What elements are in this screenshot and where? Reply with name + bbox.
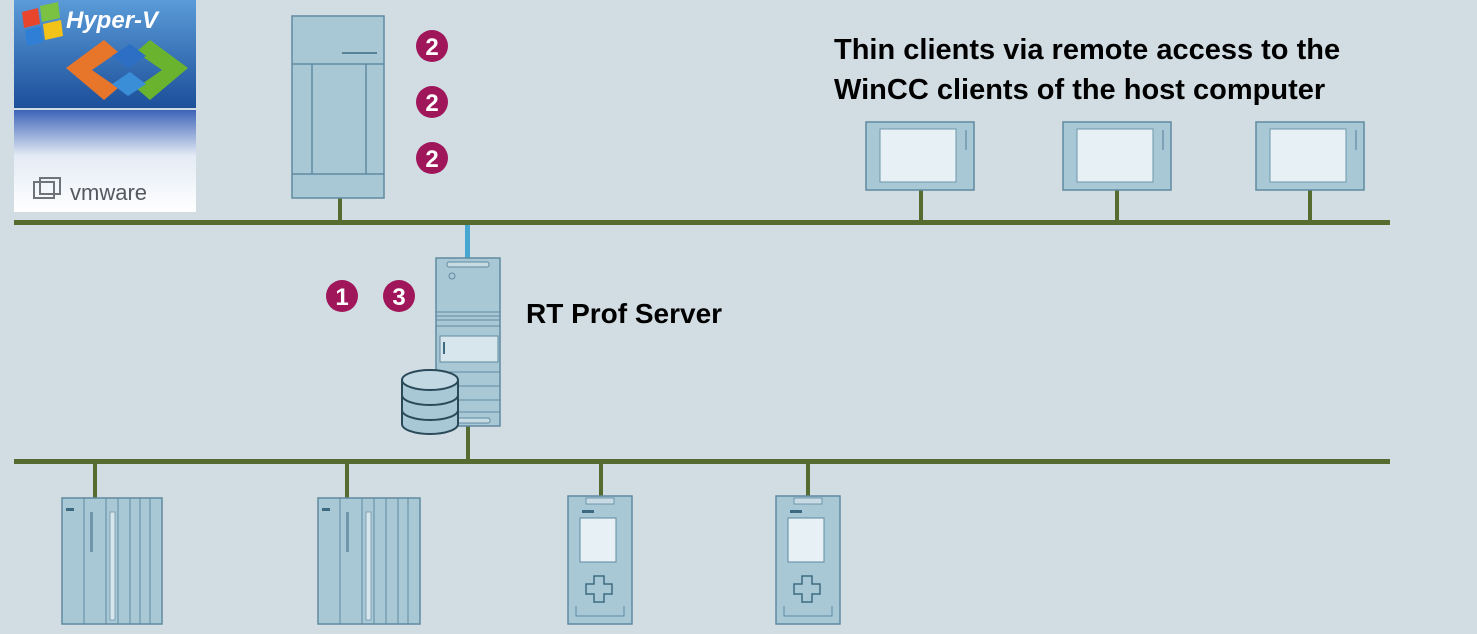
thin-client-3 — [1255, 121, 1365, 191]
badge-vm-3: 2 — [416, 142, 448, 174]
badge-server-3: 3 — [383, 280, 415, 312]
hyperv-logo: Hyper-V — [14, 0, 196, 108]
lower-network-bus — [14, 459, 1390, 464]
svg-text:2: 2 — [425, 90, 438, 117]
thin-client-1 — [865, 121, 975, 191]
badge-vm-2: 2 — [416, 86, 448, 118]
plc-rack-2 — [317, 497, 421, 625]
hyperv-logo-text: Hyper-V — [66, 7, 160, 34]
vm-host-tower — [291, 15, 385, 199]
badge-vm-1: 2 — [416, 30, 448, 62]
database-icon — [401, 369, 459, 435]
vmware-logo-text: vmware — [70, 180, 147, 205]
upper-network-bus — [14, 220, 1390, 225]
svg-text:3: 3 — [392, 284, 405, 311]
thin-clients-caption-line1: Thin clients via remote access to the — [834, 34, 1341, 66]
svg-text:1: 1 — [335, 284, 348, 311]
controller-2 — [775, 495, 841, 625]
thin-clients-caption: Thin clients via remote access to the Wi… — [834, 30, 1340, 110]
thin-clients-caption-line2: WinCC clients of the host computer — [834, 74, 1326, 106]
server-label: RT Prof Server — [526, 298, 723, 329]
server-uplink — [465, 225, 470, 259]
network — [14, 190, 1390, 498]
vmware-logo: vmware — [14, 110, 196, 212]
svg-text:2: 2 — [425, 34, 438, 61]
controller-1 — [567, 495, 633, 625]
badge-server-1: 1 — [326, 280, 358, 312]
plc-rack-1 — [61, 497, 163, 625]
thin-client-2 — [1062, 121, 1172, 191]
svg-text:2: 2 — [425, 146, 438, 173]
